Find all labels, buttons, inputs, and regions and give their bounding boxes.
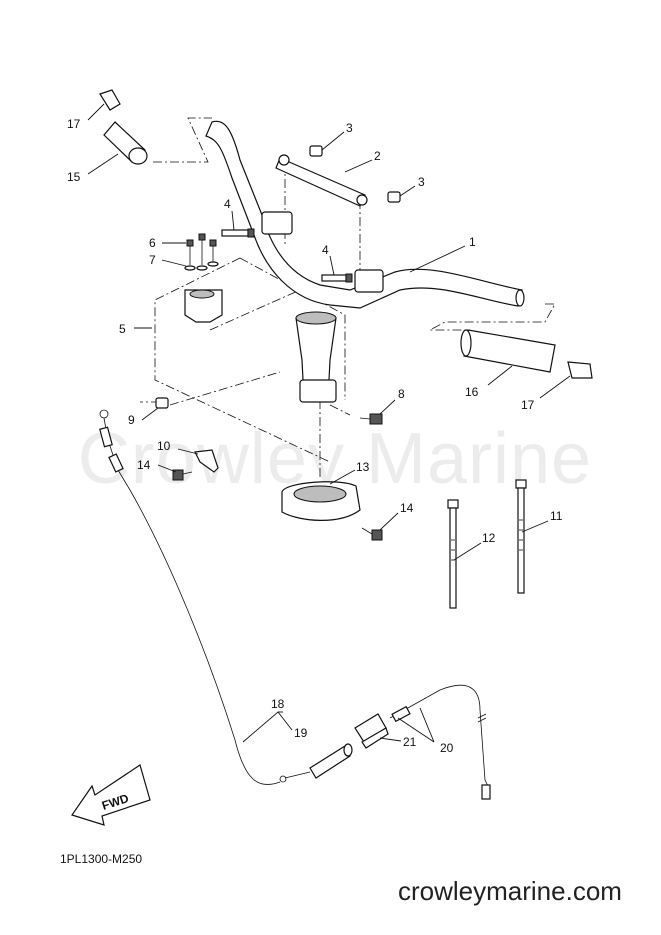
callout-15: 15 [67, 170, 81, 184]
callout-2: 2 [374, 149, 381, 163]
cable-tie-part-12 [447, 499, 459, 609]
holder-part-5 [184, 289, 223, 323]
callout-7: 7 [149, 253, 156, 267]
construction-lines [140, 117, 556, 480]
choke-knob-part-21 [354, 713, 389, 749]
cover-part-13 [281, 481, 361, 521]
bolt-part-8 [359, 413, 383, 425]
nut-part-3-upper [309, 145, 323, 157]
callout-20: 20 [440, 741, 454, 755]
callout-5: 5 [119, 322, 126, 336]
end-cap-part-17-right [567, 361, 593, 379]
bracket-part-10 [194, 449, 219, 473]
callout-4-lower: 4 [322, 243, 329, 257]
callout-16: 16 [465, 385, 479, 399]
drawing-code: 1PL1300-M250 [60, 852, 143, 866]
cable-end-part-19 [279, 743, 353, 783]
leader-lines [87, 103, 571, 743]
steering-column [295, 311, 337, 403]
site-url: crowleymarine.com [398, 876, 622, 906]
callout-12: 12 [482, 531, 496, 545]
callout-4-upper: 4 [224, 197, 231, 211]
callout-1: 1 [469, 235, 476, 249]
handlebar-part-1 [205, 120, 525, 309]
callout-8: 8 [398, 387, 405, 401]
cable-tie-part-11 [515, 479, 527, 594]
callout-13: 13 [356, 460, 370, 474]
callout-9: 9 [128, 413, 135, 427]
nut-part-9 [155, 397, 169, 409]
throttle-cable-part-18 [99, 409, 281, 785]
callout-21: 21 [403, 735, 417, 749]
end-cap-part-17-left [99, 89, 121, 111]
crossbar-part-2 [275, 154, 368, 207]
nut-part-3-lower [387, 191, 401, 203]
callout-3-lower: 3 [418, 175, 425, 189]
callout-14-left: 14 [137, 458, 151, 472]
washers-part-7 [184, 261, 219, 271]
bolt-part-14-left [172, 469, 193, 481]
callout-3-upper: 3 [346, 121, 353, 135]
grip-part-15 [103, 121, 148, 165]
callout-19: 19 [294, 726, 308, 740]
callout-6: 6 [149, 236, 156, 250]
callout-10: 10 [157, 439, 171, 453]
callout-14-right: 14 [400, 501, 414, 515]
bolt-part-4-lower [321, 273, 353, 283]
grip-part-16 [460, 329, 556, 373]
callout-17-right: 17 [521, 398, 535, 412]
bolts-part-6 [186, 233, 217, 265]
forward-arrow-icon: FWD [71, 764, 151, 826]
callout-18: 18 [271, 697, 285, 711]
choke-cable-part-20 [389, 684, 491, 800]
callout-11: 11 [550, 509, 563, 523]
callout-numbers: 1 2 3 3 4 4 5 6 7 8 9 10 14 13 14 12 11 … [67, 117, 563, 755]
bolt-part-14-right [361, 527, 383, 541]
callout-17-left: 17 [67, 117, 81, 131]
bolt-part-4-upper [221, 228, 255, 238]
